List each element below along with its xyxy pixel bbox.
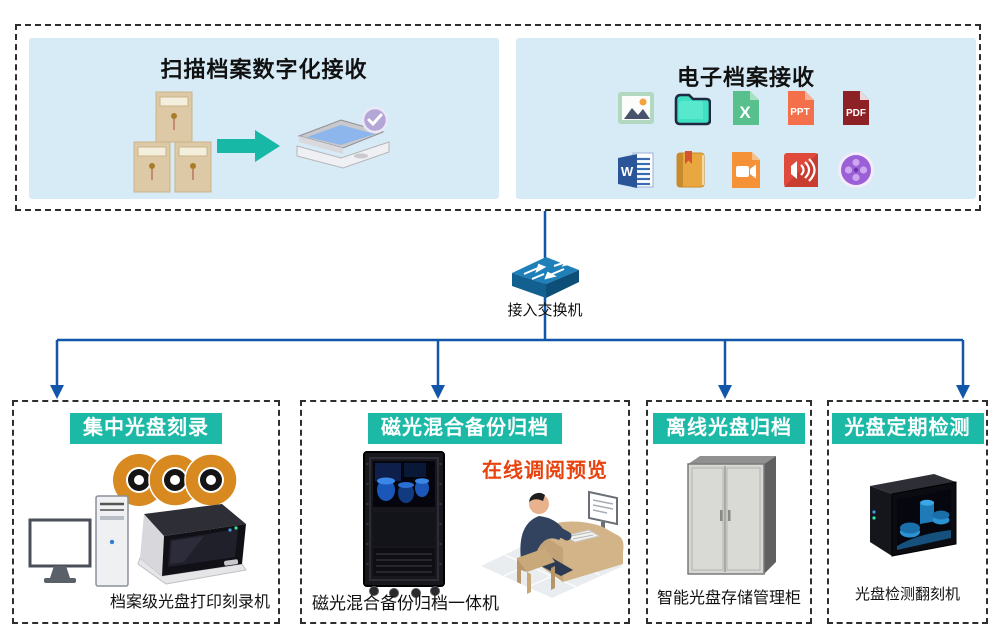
station-disc-check: 光盘定期检测 光盘检测翻刻机 (827, 400, 988, 624)
ppt-file-icon: PPT (788, 91, 814, 125)
station-caption: 磁光混合备份归档一体机 (312, 594, 499, 613)
svg-text:PPT: PPT (790, 107, 809, 118)
station-caption: 档案级光盘打印刻录机 (109, 594, 270, 611)
station-caption: 光盘检测翻刻机 (854, 586, 960, 603)
word-file-icon: W (618, 152, 654, 188)
station-banner: 光盘定期检测 (831, 413, 984, 444)
arrow-right-icon (217, 130, 280, 162)
file-icons-row-1: X PPT PDF (516, 88, 976, 128)
digital-panel-title: 电子档案接收 (676, 65, 815, 90)
video-file-icon (732, 152, 760, 188)
station-offline-archive: 离线光盘归档 智能光盘存储管理柜 (646, 400, 812, 624)
network-switch-icon (508, 253, 582, 299)
station-banner: 离线光盘归档 (653, 413, 805, 444)
disc-checker-icon (870, 474, 957, 557)
disc-printer-icon (137, 504, 247, 585)
digital-ingest-panel: 电子档案接收 X (516, 38, 976, 199)
scan-panel-title: 扫描档案数字化接收 (160, 57, 368, 82)
desktop-computer-icon (28, 495, 129, 587)
pdf-file-icon: PDF (843, 91, 869, 125)
ingest-section: 扫描档案数字化接收 (15, 24, 981, 211)
operator-desk-icon (481, 490, 624, 598)
scan-ingest-panel: 扫描档案数字化接收 (29, 38, 499, 199)
storage-cabinet-icon (687, 456, 776, 575)
svg-text:W: W (621, 164, 634, 179)
optical-discs-icon (113, 453, 238, 507)
scanner-check-icon (296, 106, 390, 169)
server-rack-icon (363, 451, 445, 598)
image-file-icon (618, 92, 654, 124)
audio-file-icon (784, 153, 818, 187)
svg-text:X: X (739, 103, 751, 122)
station-caption: 智能光盘存储管理柜 (656, 590, 801, 607)
station-hybrid-backup: 磁光混合备份归档 在线调阅预览 (300, 400, 630, 624)
excel-file-icon: X (733, 91, 759, 125)
station-banner: 磁光混合备份归档 (368, 413, 562, 444)
file-icons-row-2: W (516, 150, 976, 190)
online-preview-note: 在线调阅预览 (482, 460, 608, 482)
notebook-icon (676, 151, 705, 188)
archive-boxes-icon (133, 91, 212, 193)
svg-text:PDF: PDF (846, 108, 866, 119)
folder-icon (674, 93, 711, 126)
media-file-icon (838, 152, 874, 188)
station-disc-burning: 集中光盘刻录 (12, 400, 280, 624)
station-banner: 集中光盘刻录 (70, 413, 222, 444)
switch-label: 接入交换机 (507, 302, 583, 319)
